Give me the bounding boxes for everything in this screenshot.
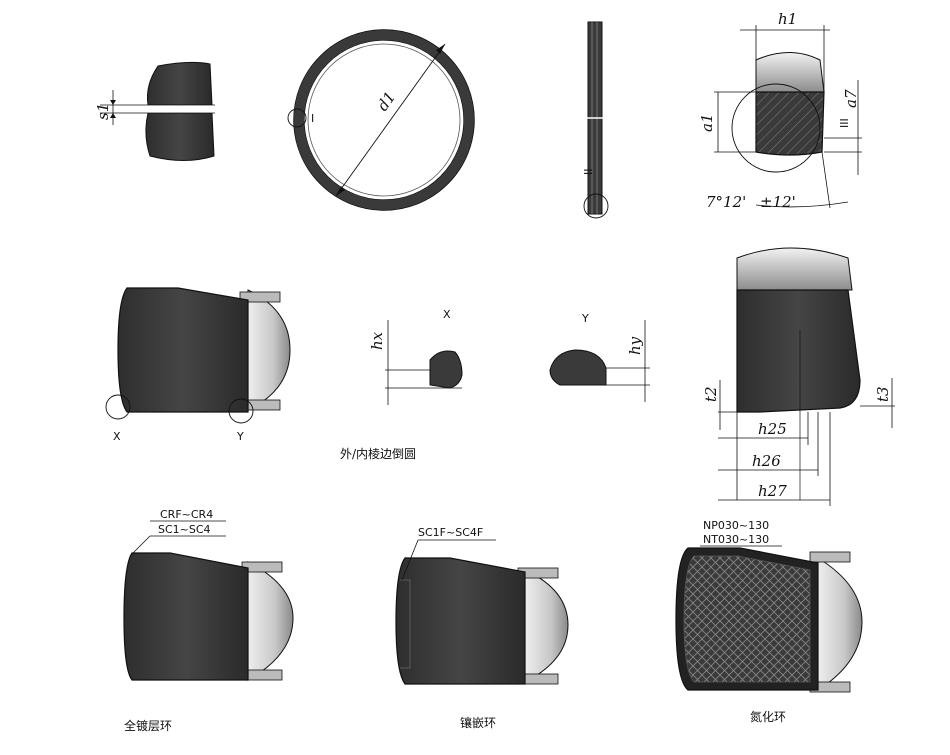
nitride-ring: NP030~130 NT030~130 氮化环	[675, 519, 863, 724]
full-coating-caption: 全镀层环	[124, 718, 172, 733]
inlay-ring: SC1F~SC4F 镶嵌环	[395, 526, 569, 730]
view-ii-label: II	[582, 169, 595, 176]
chamfer-details: X Y hx hy 外/内棱边倒圆	[340, 308, 650, 461]
inlay-caption: 镶嵌环	[460, 715, 496, 730]
ring-side-view: II	[582, 21, 609, 219]
coating-code-1: CRF~CR4	[160, 508, 213, 521]
hx-label: hx	[368, 331, 386, 350]
h26-label: h26	[752, 452, 781, 470]
nitride-code-2: NT030~130	[703, 533, 769, 546]
view-i-label: I	[311, 112, 314, 125]
angle-label-1: 7°12'	[706, 193, 746, 211]
t2-label: t2	[702, 386, 720, 402]
ring-gap-view: s1	[94, 61, 215, 161]
nitride-code-1: NP030~130	[703, 519, 769, 532]
h1-label: h1	[778, 10, 797, 28]
y-circle-label: Y	[236, 430, 244, 443]
view-iii-label: III	[838, 118, 851, 128]
d1-label: d1	[374, 88, 400, 114]
taper-profile: t2 t3 h25 h26 h27	[702, 247, 895, 506]
x-circle-label: X	[113, 430, 121, 443]
coating-code-2: SC1~SC4	[158, 523, 211, 536]
s1-label: s1	[94, 103, 112, 120]
a1-label: a1	[698, 114, 716, 133]
full-coating-ring: CRF~CR4 SC1~SC4 全镀层环	[123, 508, 294, 733]
h25-label: h25	[758, 420, 787, 438]
inlay-code: SC1F~SC4F	[418, 526, 483, 539]
a7-label: a7	[842, 89, 860, 108]
cross-section-detail: h1 a1 a7 III 7°12' ±12'	[698, 10, 862, 211]
t3-label: t3	[874, 386, 892, 402]
y-detail-label: Y	[581, 312, 589, 325]
x-detail-label: X	[443, 308, 451, 321]
nitride-caption: 氮化环	[750, 709, 786, 724]
h27-label: h27	[758, 482, 787, 500]
hy-label: hy	[626, 336, 644, 355]
angle-label-2: ±12'	[760, 193, 796, 211]
ring-plan-view: d1 I	[287, 29, 475, 211]
chamfer-caption: 外/内棱边倒圆	[340, 446, 416, 461]
profile-chamfer: X Y	[105, 287, 291, 443]
